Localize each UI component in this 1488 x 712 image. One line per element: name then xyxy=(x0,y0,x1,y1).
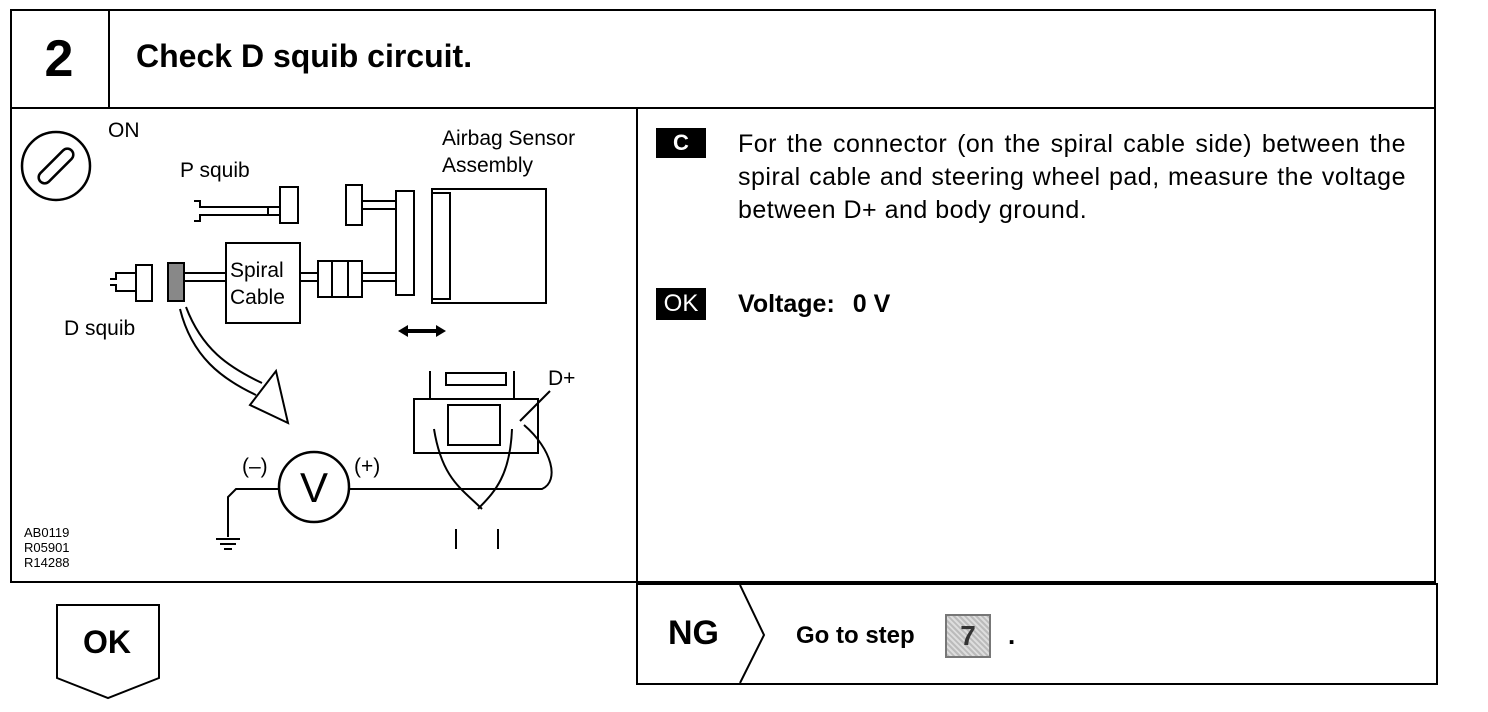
voltmeter-symbol: V xyxy=(300,464,328,511)
meter-leads xyxy=(227,424,553,537)
figure-ref-3: R14288 xyxy=(24,555,70,570)
ground-icon xyxy=(216,538,240,550)
column-divider xyxy=(636,107,638,583)
spiral-cable-box xyxy=(225,242,301,324)
step-header xyxy=(10,9,1436,109)
zoom-arrow-icon xyxy=(179,306,290,425)
voltage-spec: Voltage: 0 V xyxy=(738,290,890,319)
ng-path-label: NG xyxy=(668,614,719,652)
goto-step-text: Go to step xyxy=(796,622,915,649)
disconnect-arrow-icon xyxy=(398,325,446,337)
d-squib-label: D squib xyxy=(64,317,135,340)
sensor-label-line2: Assembly xyxy=(442,154,534,177)
ignition-on-label: ON xyxy=(108,119,140,142)
sensor-label-line1: Airbag Sensor xyxy=(442,127,575,150)
sensor-connector xyxy=(331,184,415,298)
minus-lead-label: (–) xyxy=(242,455,268,478)
figure-ref-1: AB0119 xyxy=(24,525,69,540)
airbag-sensor-box xyxy=(431,188,547,304)
spiral-label-line1: Spiral xyxy=(230,259,284,282)
p-squib-connector xyxy=(194,186,299,224)
connector-hatched xyxy=(167,262,185,302)
p-squib-label: P squib xyxy=(180,159,250,182)
ng-path-box xyxy=(636,583,1438,685)
figure-ref-2: R05901 xyxy=(24,540,70,555)
instruction-text: For the connector (on the spiral cable s… xyxy=(738,130,1406,224)
ok-path-arrow xyxy=(56,604,160,700)
step-number: 2 xyxy=(10,9,110,109)
ignition-switch-icon xyxy=(20,130,92,202)
d-squib-connector xyxy=(110,264,153,302)
goto-period: . xyxy=(1008,620,1016,650)
connector-closeup xyxy=(413,371,539,549)
spiral-wires xyxy=(184,260,333,298)
voltage-label: Voltage: xyxy=(738,290,835,318)
ng-chevron-icon xyxy=(739,585,766,683)
spiral-label-line2: Cable xyxy=(230,286,285,309)
voltage-value: 0 V xyxy=(852,290,891,318)
goto-step-link[interactable]: 7 xyxy=(945,614,991,658)
terminal-pointer xyxy=(519,390,551,422)
d-plus-label: D+ xyxy=(548,367,575,390)
ok-path-label: OK xyxy=(83,624,131,660)
step-title: Check D squib circuit. xyxy=(136,38,473,74)
ok-badge: OK xyxy=(656,288,706,320)
check-badge: C xyxy=(656,128,706,158)
circuit-diagram: ON P squib Airbag Sensor Assembly Spiral… xyxy=(20,119,575,570)
plus-lead-label: (+) xyxy=(354,455,380,478)
voltmeter-icon xyxy=(277,450,351,524)
step-body xyxy=(10,107,1436,583)
